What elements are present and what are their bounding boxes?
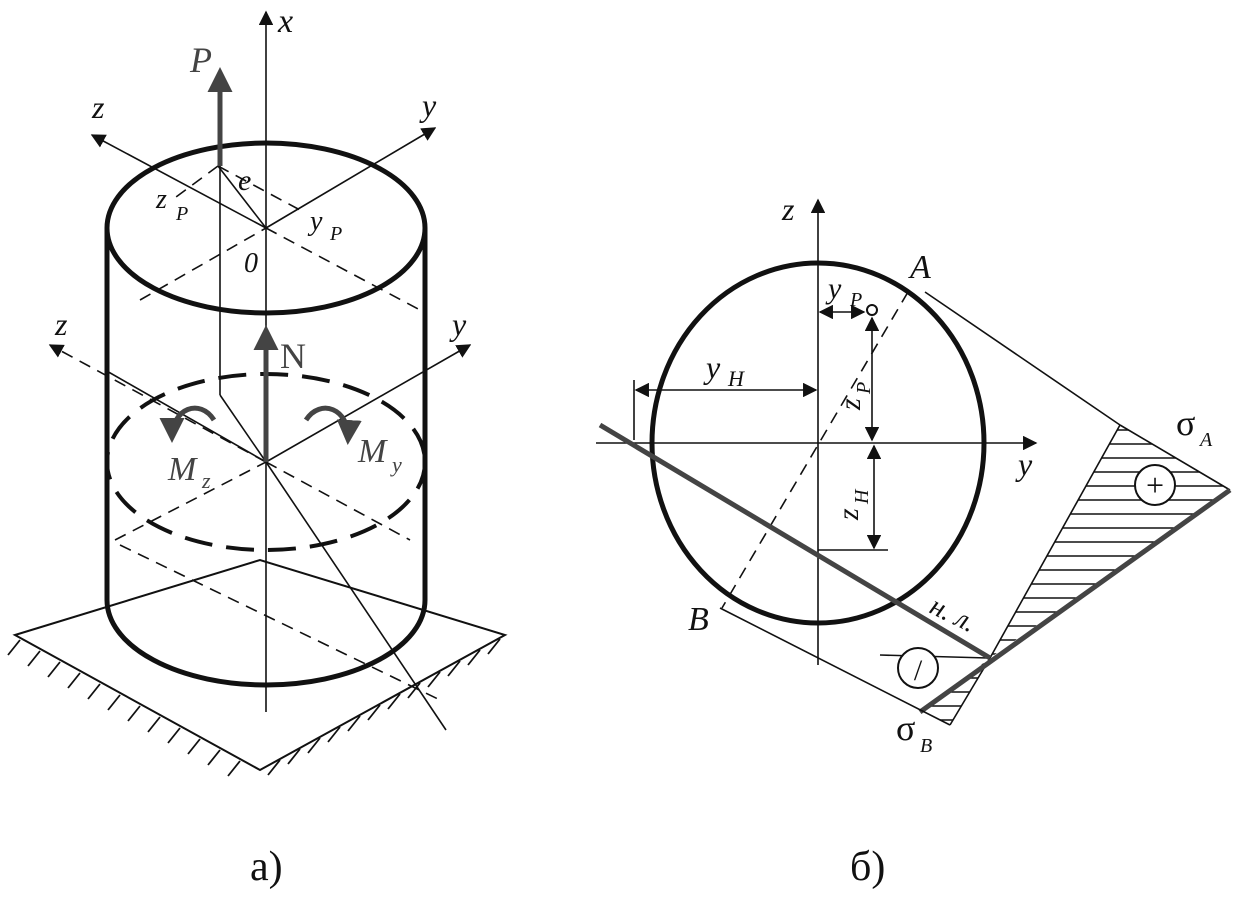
zh-label: z — [832, 508, 865, 521]
mid-eccentricity — [219, 394, 267, 463]
zh-sub: H — [851, 488, 873, 505]
mid-z-axis — [48, 344, 267, 463]
caption-b: б) — [850, 844, 885, 890]
top-z-label: z — [91, 89, 105, 125]
zp-label-sub: P — [175, 203, 188, 225]
diameter-ab — [721, 291, 909, 609]
moment-mz-sub: z — [201, 468, 211, 493]
zp-projection — [171, 165, 219, 201]
z-axis-label: z — [781, 191, 795, 227]
top-z-axis — [90, 134, 267, 229]
figure-b-cross-section: z y A B y P z P н. л. z H y H — [596, 191, 1232, 890]
sigma-b-sub: B — [920, 735, 932, 757]
top-y-axis-dashed — [139, 227, 267, 301]
origin-label: 0 — [244, 248, 258, 279]
mid-y-axis — [265, 344, 472, 463]
load-point — [866, 304, 878, 316]
mid-z-label: z — [54, 306, 68, 342]
projection-b — [719, 607, 951, 726]
caption-a: а) — [250, 844, 283, 890]
top-y-axis — [265, 127, 437, 229]
zp-b-label: z — [834, 398, 867, 411]
zp-b-sub: P — [853, 382, 875, 395]
mid-dashed-right — [265, 461, 411, 541]
yh-label: y — [703, 349, 721, 385]
yp-projection — [217, 165, 301, 211]
stress-diagram-line — [918, 487, 1232, 715]
top-z-axis-dashed — [265, 227, 421, 311]
figure-a-cylinder: x z y P e z P y P 0 z y N — [7, 3, 508, 890]
minus-sign: / — [914, 654, 923, 687]
sigma-b-label: σ — [896, 708, 915, 748]
plus-circle — [1134, 464, 1176, 506]
normal-force-label: N — [280, 336, 306, 376]
eccentricity-line — [217, 165, 267, 229]
mid-y-label: y — [449, 306, 467, 342]
moment-my-label: M — [357, 433, 388, 470]
lower-dashed-line — [119, 544, 441, 701]
top-y-label: y — [419, 87, 437, 123]
sigma-a-label: σ — [1176, 403, 1195, 443]
neutral-line-label: н. л. — [925, 590, 981, 639]
base-plate — [7, 558, 508, 777]
eccentricity-label: e — [238, 164, 251, 197]
sigma-a-top-edge — [1119, 424, 1231, 491]
mid-z-thin — [104, 369, 267, 463]
zp-label: z — [155, 184, 167, 215]
yp-label-sub: P — [329, 223, 342, 245]
point-a-label: A — [908, 249, 931, 286]
force-p-label: P — [189, 40, 212, 80]
plus-sign: + — [1146, 467, 1164, 503]
x-axis-label: x — [277, 3, 293, 40]
neutral-line — [598, 422, 992, 661]
moment-mz-label: M — [167, 451, 198, 488]
yp-b-sub: P — [849, 289, 862, 311]
moment-my-arrow — [303, 405, 362, 445]
yp-label: y — [307, 206, 323, 237]
mid-y-axis-left — [114, 461, 267, 541]
mid-lower-right-line — [265, 461, 447, 731]
point-b-label: B — [688, 601, 709, 638]
moment-mz-arrow — [159, 405, 217, 443]
moment-my-sub: y — [390, 452, 402, 477]
projection-a — [924, 291, 1121, 426]
sigma-a-sub: A — [1198, 429, 1213, 451]
stress-baseline — [989, 424, 1121, 659]
y-axis-label: y — [1015, 446, 1033, 482]
yp-b-label: y — [825, 272, 842, 305]
minus-circle — [897, 647, 939, 689]
yh-sub: H — [727, 366, 745, 391]
